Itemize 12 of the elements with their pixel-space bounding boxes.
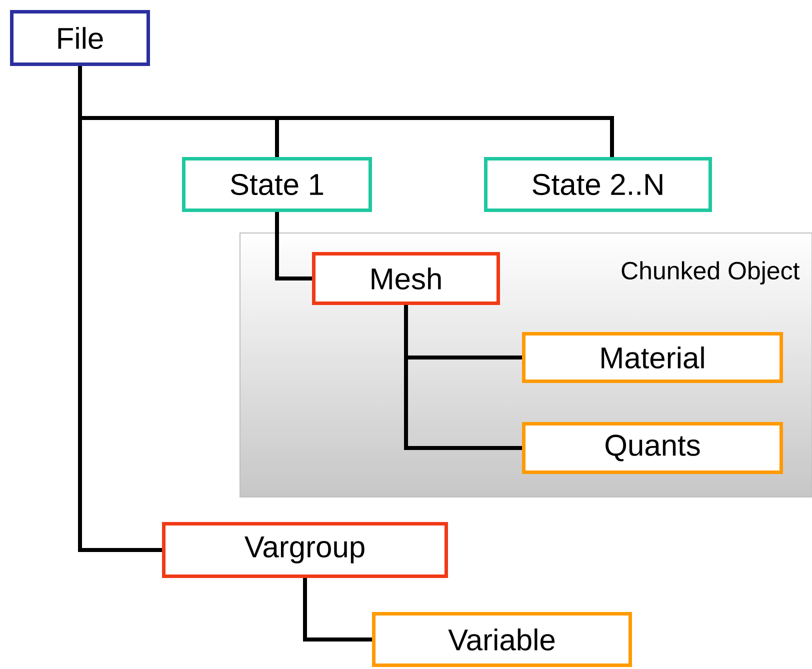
process-box: Material <box>522 332 783 383</box>
process-box: Mesh <box>312 252 500 305</box>
process-box: Quants <box>522 422 783 474</box>
process-box: State 2..N <box>484 157 712 212</box>
connector <box>404 305 522 450</box>
connector <box>78 66 162 552</box>
process-box: State 1 <box>182 157 372 212</box>
process-box: Vargroup <box>162 522 448 578</box>
process-box: Variable <box>372 612 632 667</box>
connector <box>275 212 312 280</box>
connector <box>303 578 372 642</box>
process-box: File <box>10 10 150 66</box>
